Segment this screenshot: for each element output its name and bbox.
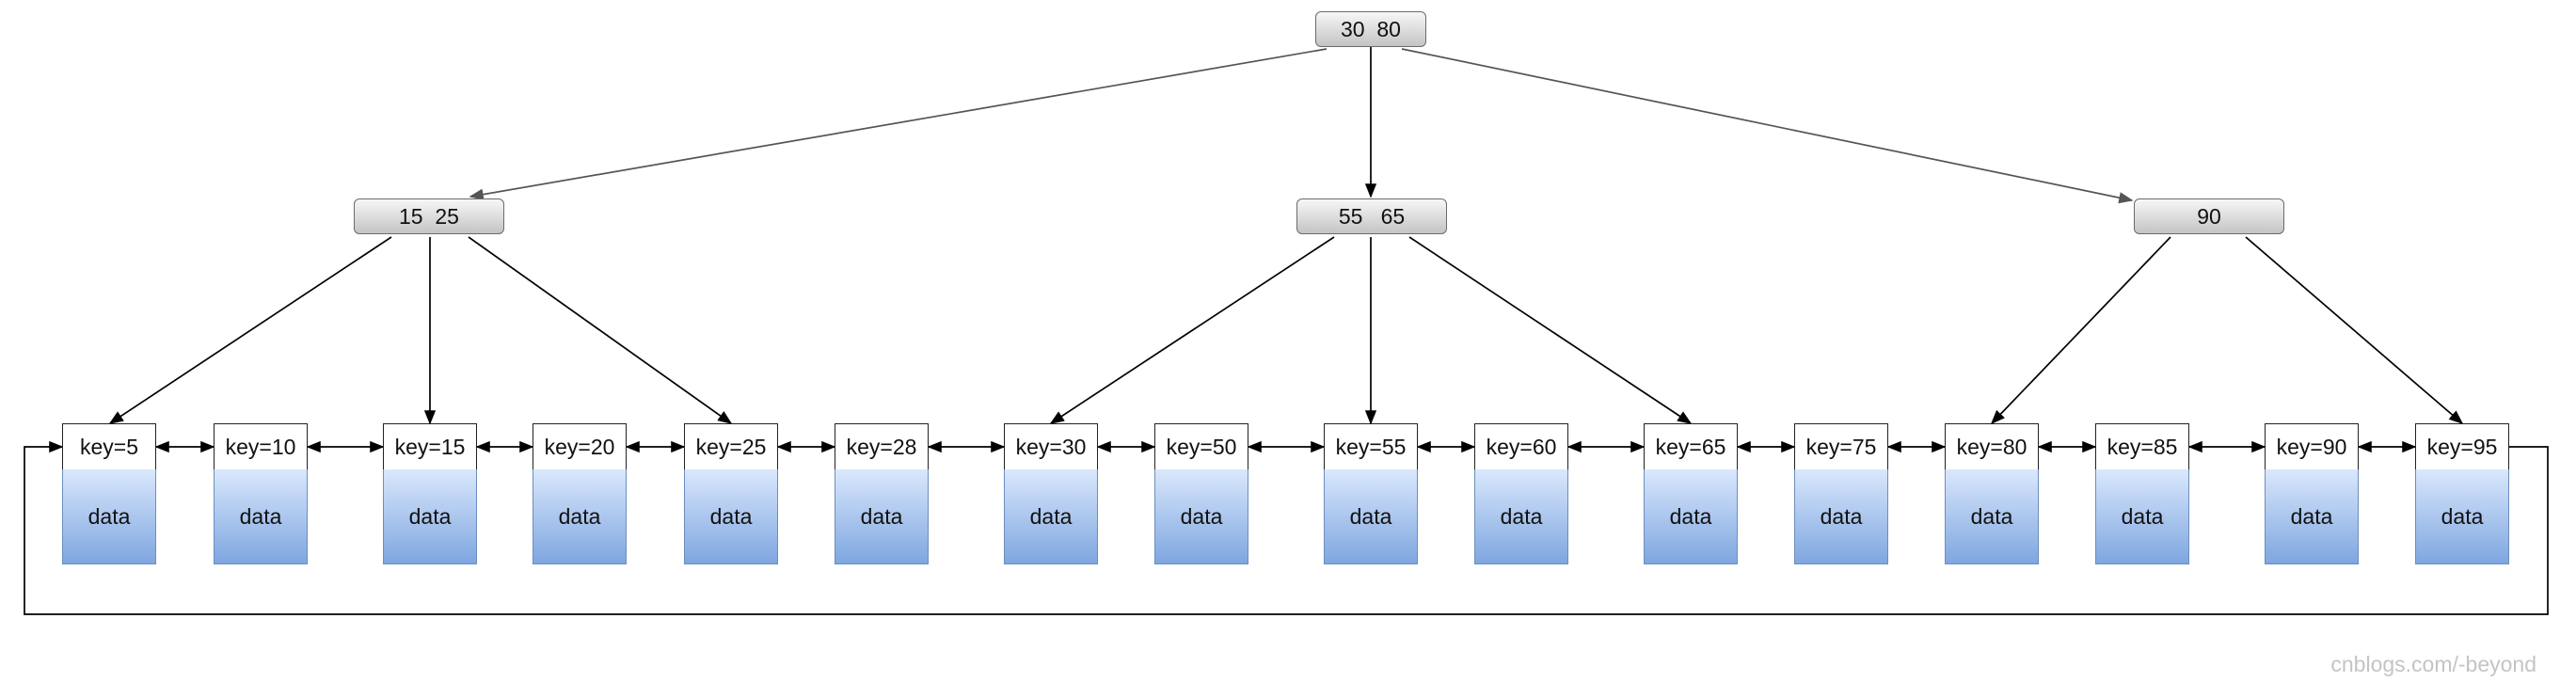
leaf-key: key=10 — [214, 423, 308, 470]
watermark: cnblogs.com/-beyond — [2330, 652, 2536, 676]
node-to-leaf-edge — [108, 236, 392, 424]
leaf-key: key=25 — [684, 423, 778, 470]
node-to-leaf-edge — [1408, 236, 1693, 424]
node-to-leaf-edge — [2245, 236, 2464, 424]
leaf-key: key=30 — [1004, 423, 1098, 470]
leaf-key: key=85 — [2095, 423, 2189, 470]
leaf-data: data — [2095, 469, 2189, 564]
leaf-key: key=60 — [1474, 423, 1568, 470]
internal-node-1: 15 25 — [354, 198, 504, 234]
leaf-data: data — [533, 469, 627, 564]
internal-node-3: 90 — [2134, 198, 2284, 234]
root-node: 30 80 — [1315, 11, 1426, 47]
leaf-key: key=55 — [1324, 423, 1418, 470]
leaf-data: data — [1945, 469, 2039, 564]
leaf-data: data — [383, 469, 477, 564]
leaf-data: data — [1324, 469, 1418, 564]
node-to-leaf-edge — [1990, 236, 2171, 425]
leaf-key: key=75 — [1794, 423, 1888, 470]
leaf-data: data — [62, 469, 156, 564]
leaf-key: key=80 — [1945, 423, 2039, 470]
wrap-around-link — [24, 440, 2549, 615]
node-to-leaf-edge — [1049, 236, 1335, 424]
leaf-key: key=28 — [835, 423, 929, 470]
leaf-key: key=20 — [533, 423, 627, 470]
internal-node-2: 55 65 — [1296, 198, 1447, 234]
leaf-data: data — [684, 469, 778, 564]
leaf-key: key=65 — [1644, 423, 1738, 470]
leaf-key: key=90 — [2265, 423, 2359, 470]
leaf-data: data — [2265, 469, 2359, 564]
leaf-data: data — [1794, 469, 1888, 564]
root-to-node-1-edge — [469, 48, 1328, 200]
leaf-key: key=5 — [62, 423, 156, 470]
leaf-data: data — [1154, 469, 1248, 564]
leaf-data: data — [1004, 469, 1098, 564]
leaf-key: key=95 — [2415, 423, 2509, 470]
leaf-data: data — [214, 469, 308, 564]
root-to-node-3-edge — [1401, 48, 2134, 204]
leaf-data: data — [835, 469, 929, 564]
node-to-leaf-edge — [468, 236, 733, 424]
leaf-data: data — [2415, 469, 2509, 564]
leaf-data: data — [1474, 469, 1568, 564]
leaf-key: key=50 — [1154, 423, 1248, 470]
leaf-key: key=15 — [383, 423, 477, 470]
leaf-data: data — [1644, 469, 1738, 564]
